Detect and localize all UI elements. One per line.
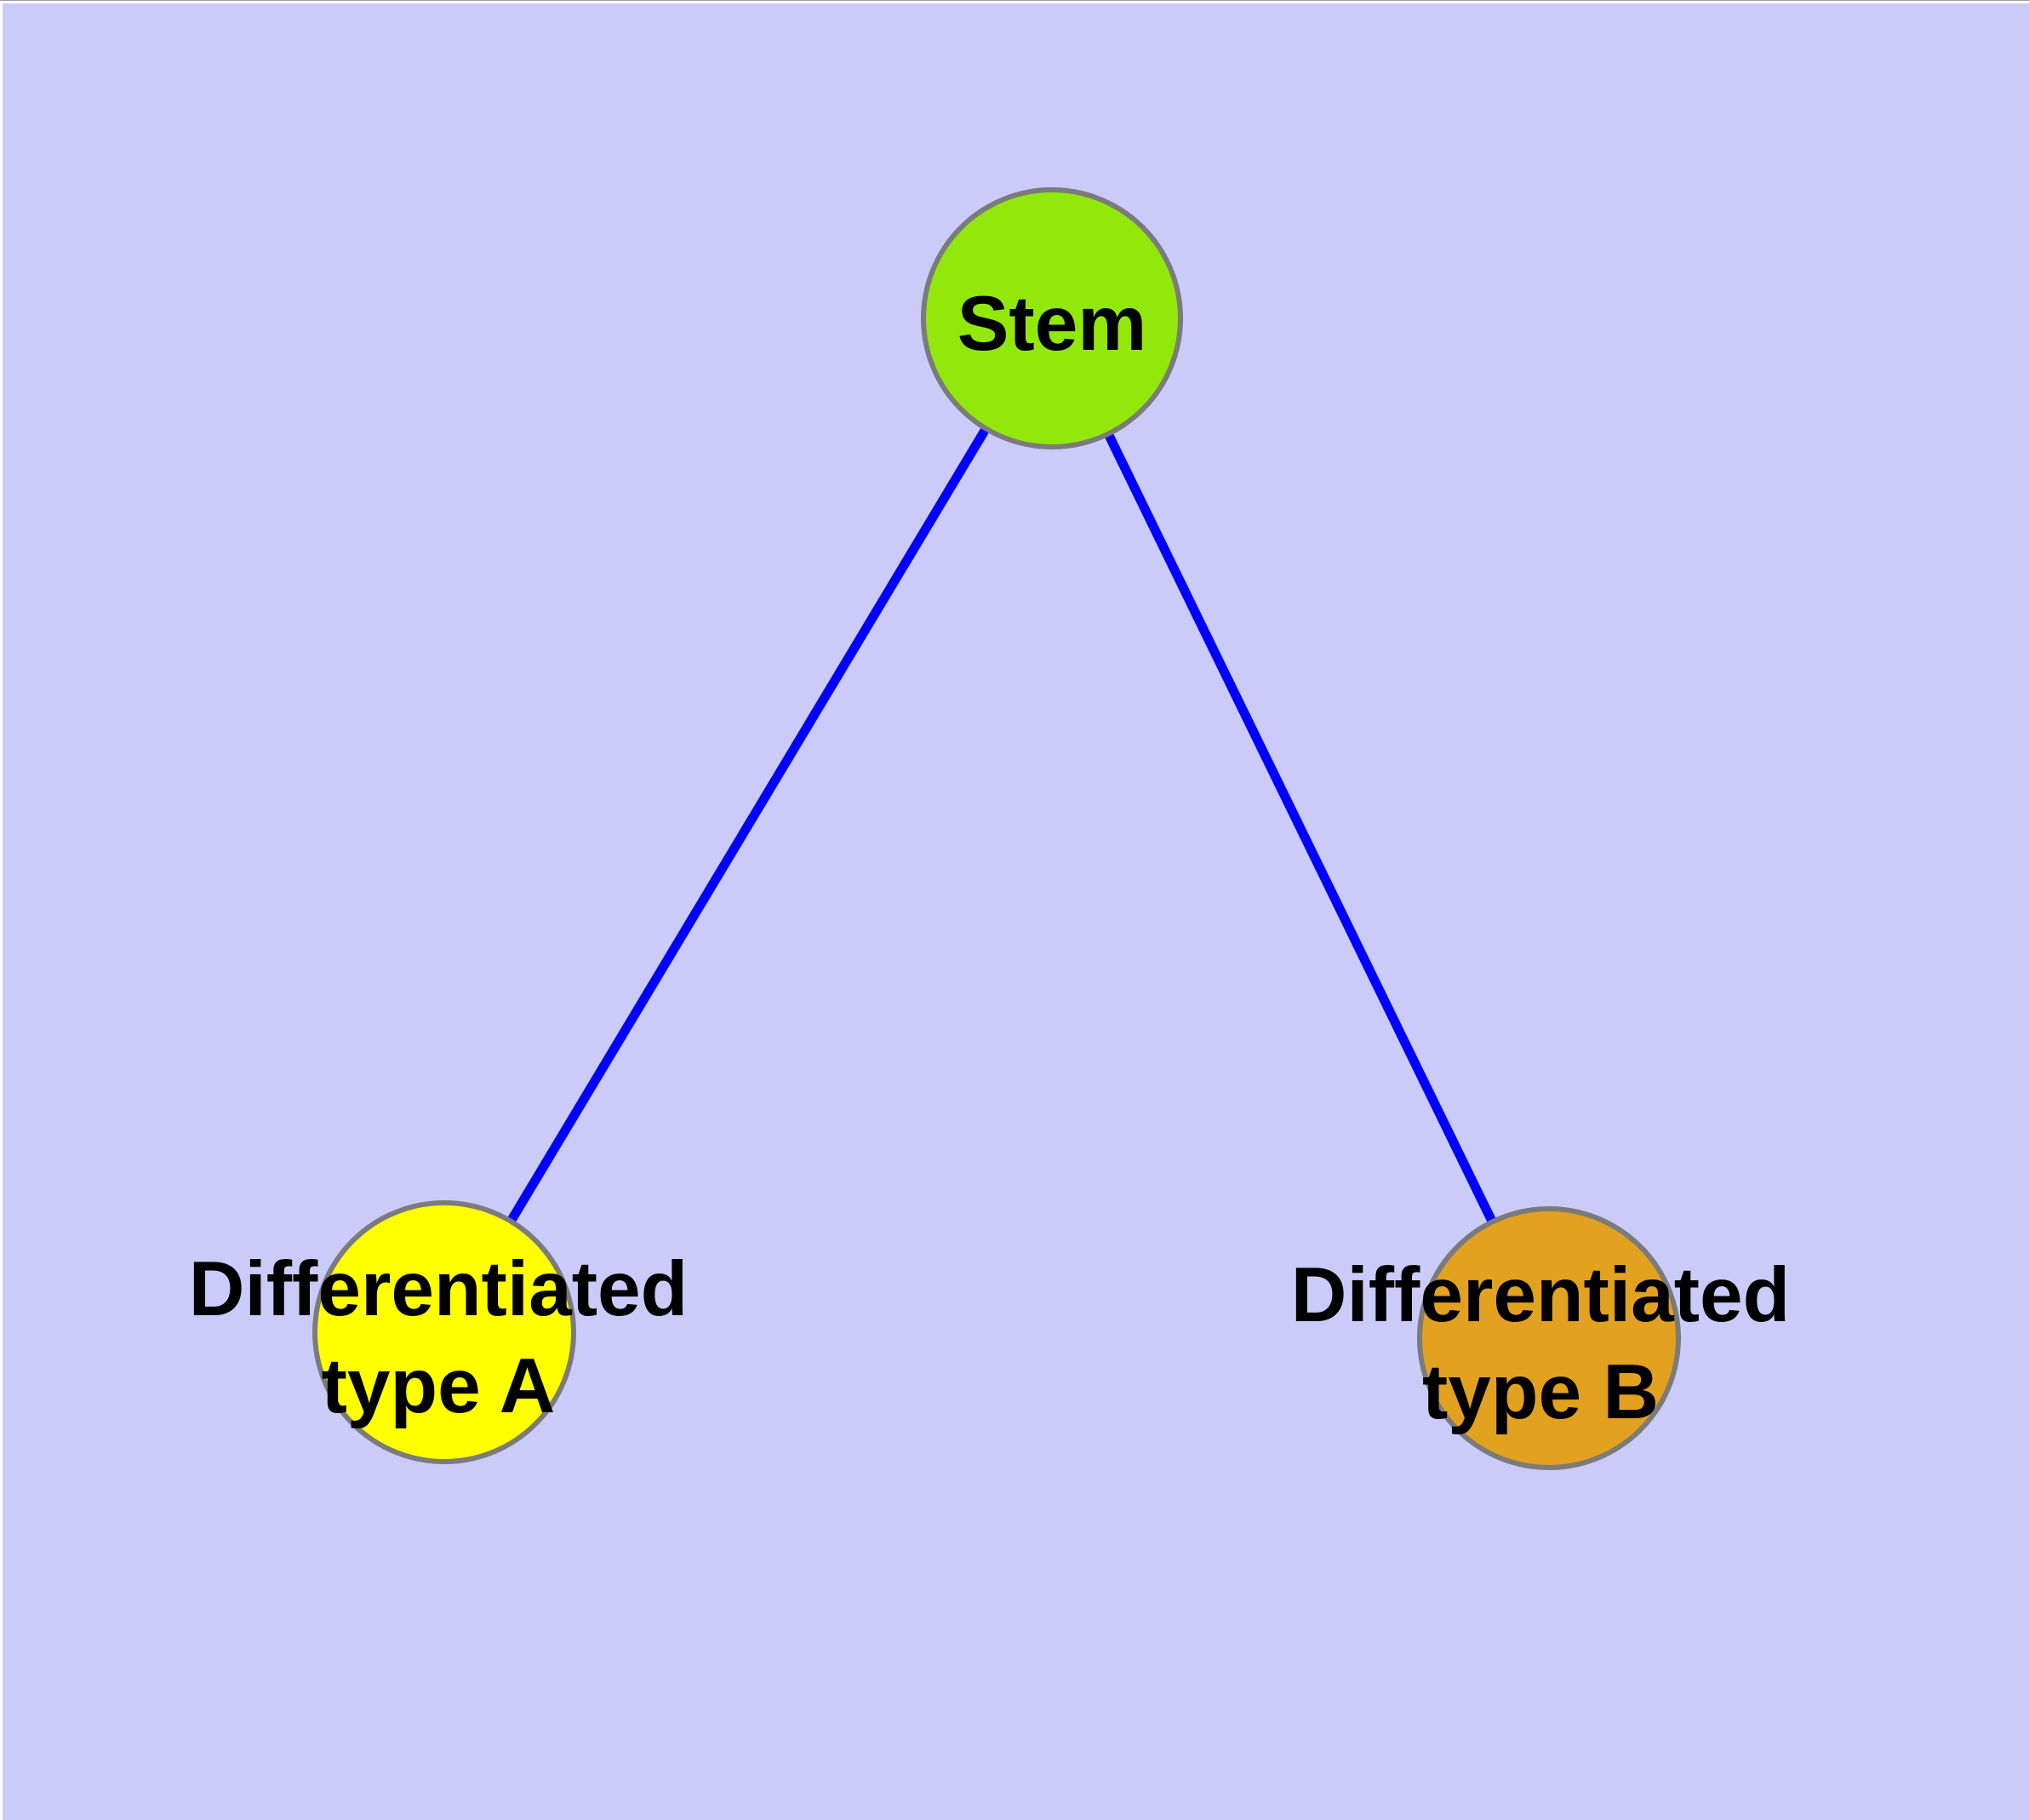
- frame-top-hairline: [0, 0, 2029, 1]
- node-type-a: [312, 1200, 576, 1464]
- frame-top-strip: [0, 1, 2029, 3]
- node-stem: [921, 187, 1183, 449]
- edge-stem-to-type-b: [1048, 316, 1553, 1341]
- edge-stem-to-type-a: [440, 316, 1056, 1335]
- frame-left-strip: [0, 1, 3, 1820]
- node-type-b: [1417, 1206, 1681, 1470]
